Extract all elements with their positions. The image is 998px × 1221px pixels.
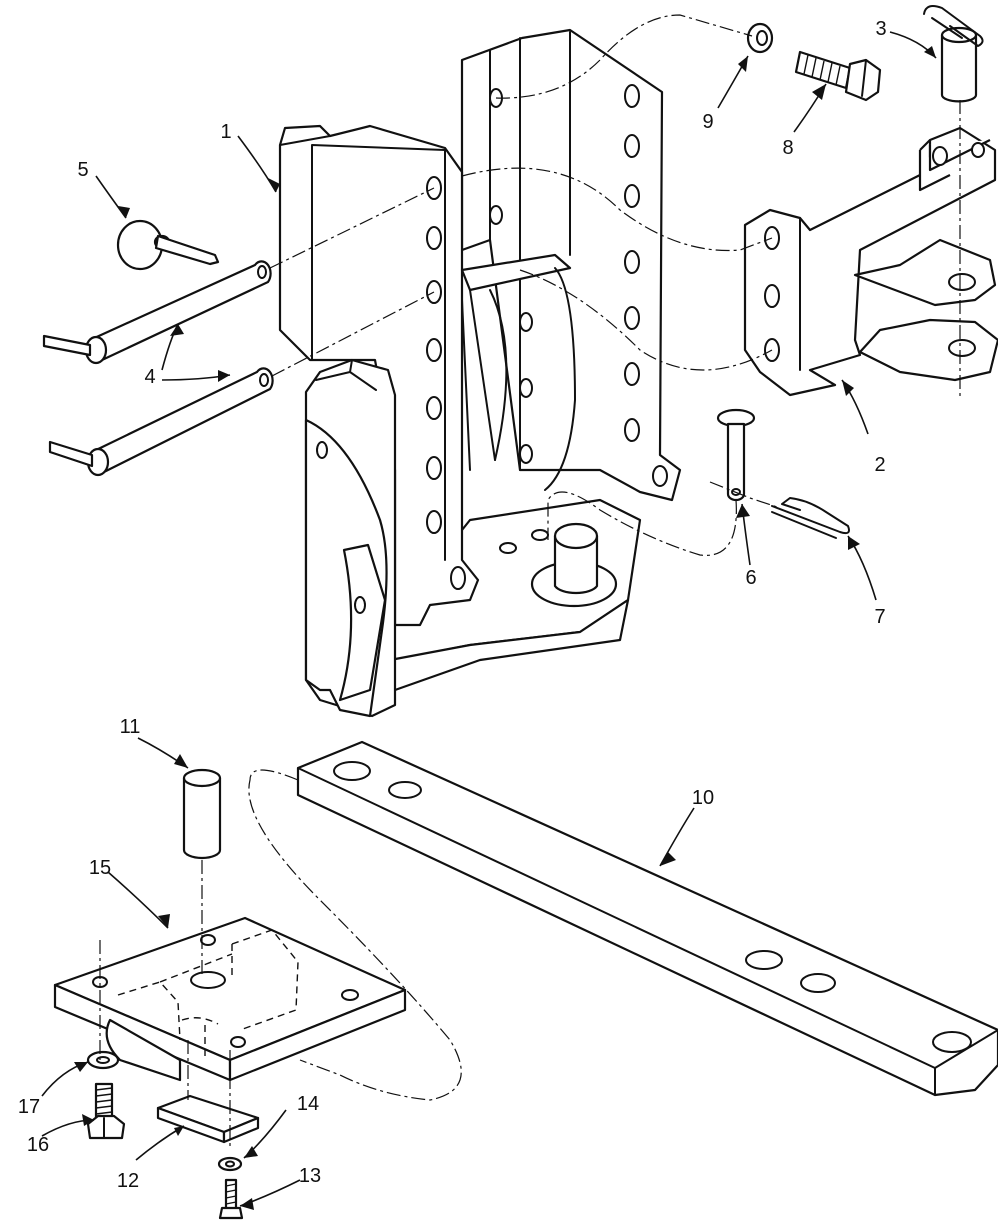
hitch-frame bbox=[278, 28, 682, 718]
hairpin-clip-7 bbox=[771, 497, 850, 539]
bolt-16 bbox=[86, 1082, 126, 1140]
clevis-pin-3 bbox=[923, 5, 984, 103]
callout-1: 1 bbox=[220, 121, 231, 143]
callout-9: 9 bbox=[702, 111, 713, 133]
callout-11: 11 bbox=[120, 716, 141, 738]
callout-17: 17 bbox=[18, 1096, 40, 1118]
pin-11 bbox=[182, 768, 222, 860]
callout-14: 14 bbox=[297, 1093, 319, 1115]
drawbar-10 bbox=[296, 740, 998, 1097]
lock-washer-9 bbox=[746, 22, 774, 54]
callout-2: 2 bbox=[874, 454, 885, 476]
callout-15: 15 bbox=[89, 857, 111, 879]
lock-washer-17 bbox=[86, 1050, 120, 1070]
washer-14 bbox=[217, 1156, 243, 1172]
clevis-pin-6 bbox=[716, 408, 756, 502]
callout-5: 5 bbox=[77, 159, 88, 181]
assembly-center-lines bbox=[99, 14, 961, 1150]
hitch-pins-4 bbox=[42, 260, 274, 477]
callout-16: 16 bbox=[27, 1134, 49, 1156]
callout-13: 13 bbox=[299, 1165, 321, 1187]
arrowheads bbox=[74, 46, 936, 1210]
callout-4: 4 bbox=[144, 366, 155, 388]
callout-6: 6 bbox=[745, 567, 756, 589]
callout-3: 3 bbox=[875, 18, 886, 40]
bolt-8 bbox=[794, 50, 882, 102]
callout-8: 8 bbox=[782, 137, 793, 159]
mounting-plate-15 bbox=[53, 916, 407, 1082]
back-plate-holes bbox=[489, 84, 668, 487]
lynch-pin-5 bbox=[116, 219, 220, 271]
shim-12 bbox=[156, 1094, 260, 1144]
screw-13 bbox=[218, 1178, 244, 1220]
callout-labels: 1 2 3 4 5 6 7 8 9 10 11 12 13 14 15 16 1… bbox=[18, 18, 887, 1192]
front-plate-holes bbox=[426, 176, 466, 590]
callout-10: 10 bbox=[692, 787, 714, 809]
callout-7: 7 bbox=[874, 606, 885, 628]
callout-12: 12 bbox=[117, 1170, 139, 1192]
